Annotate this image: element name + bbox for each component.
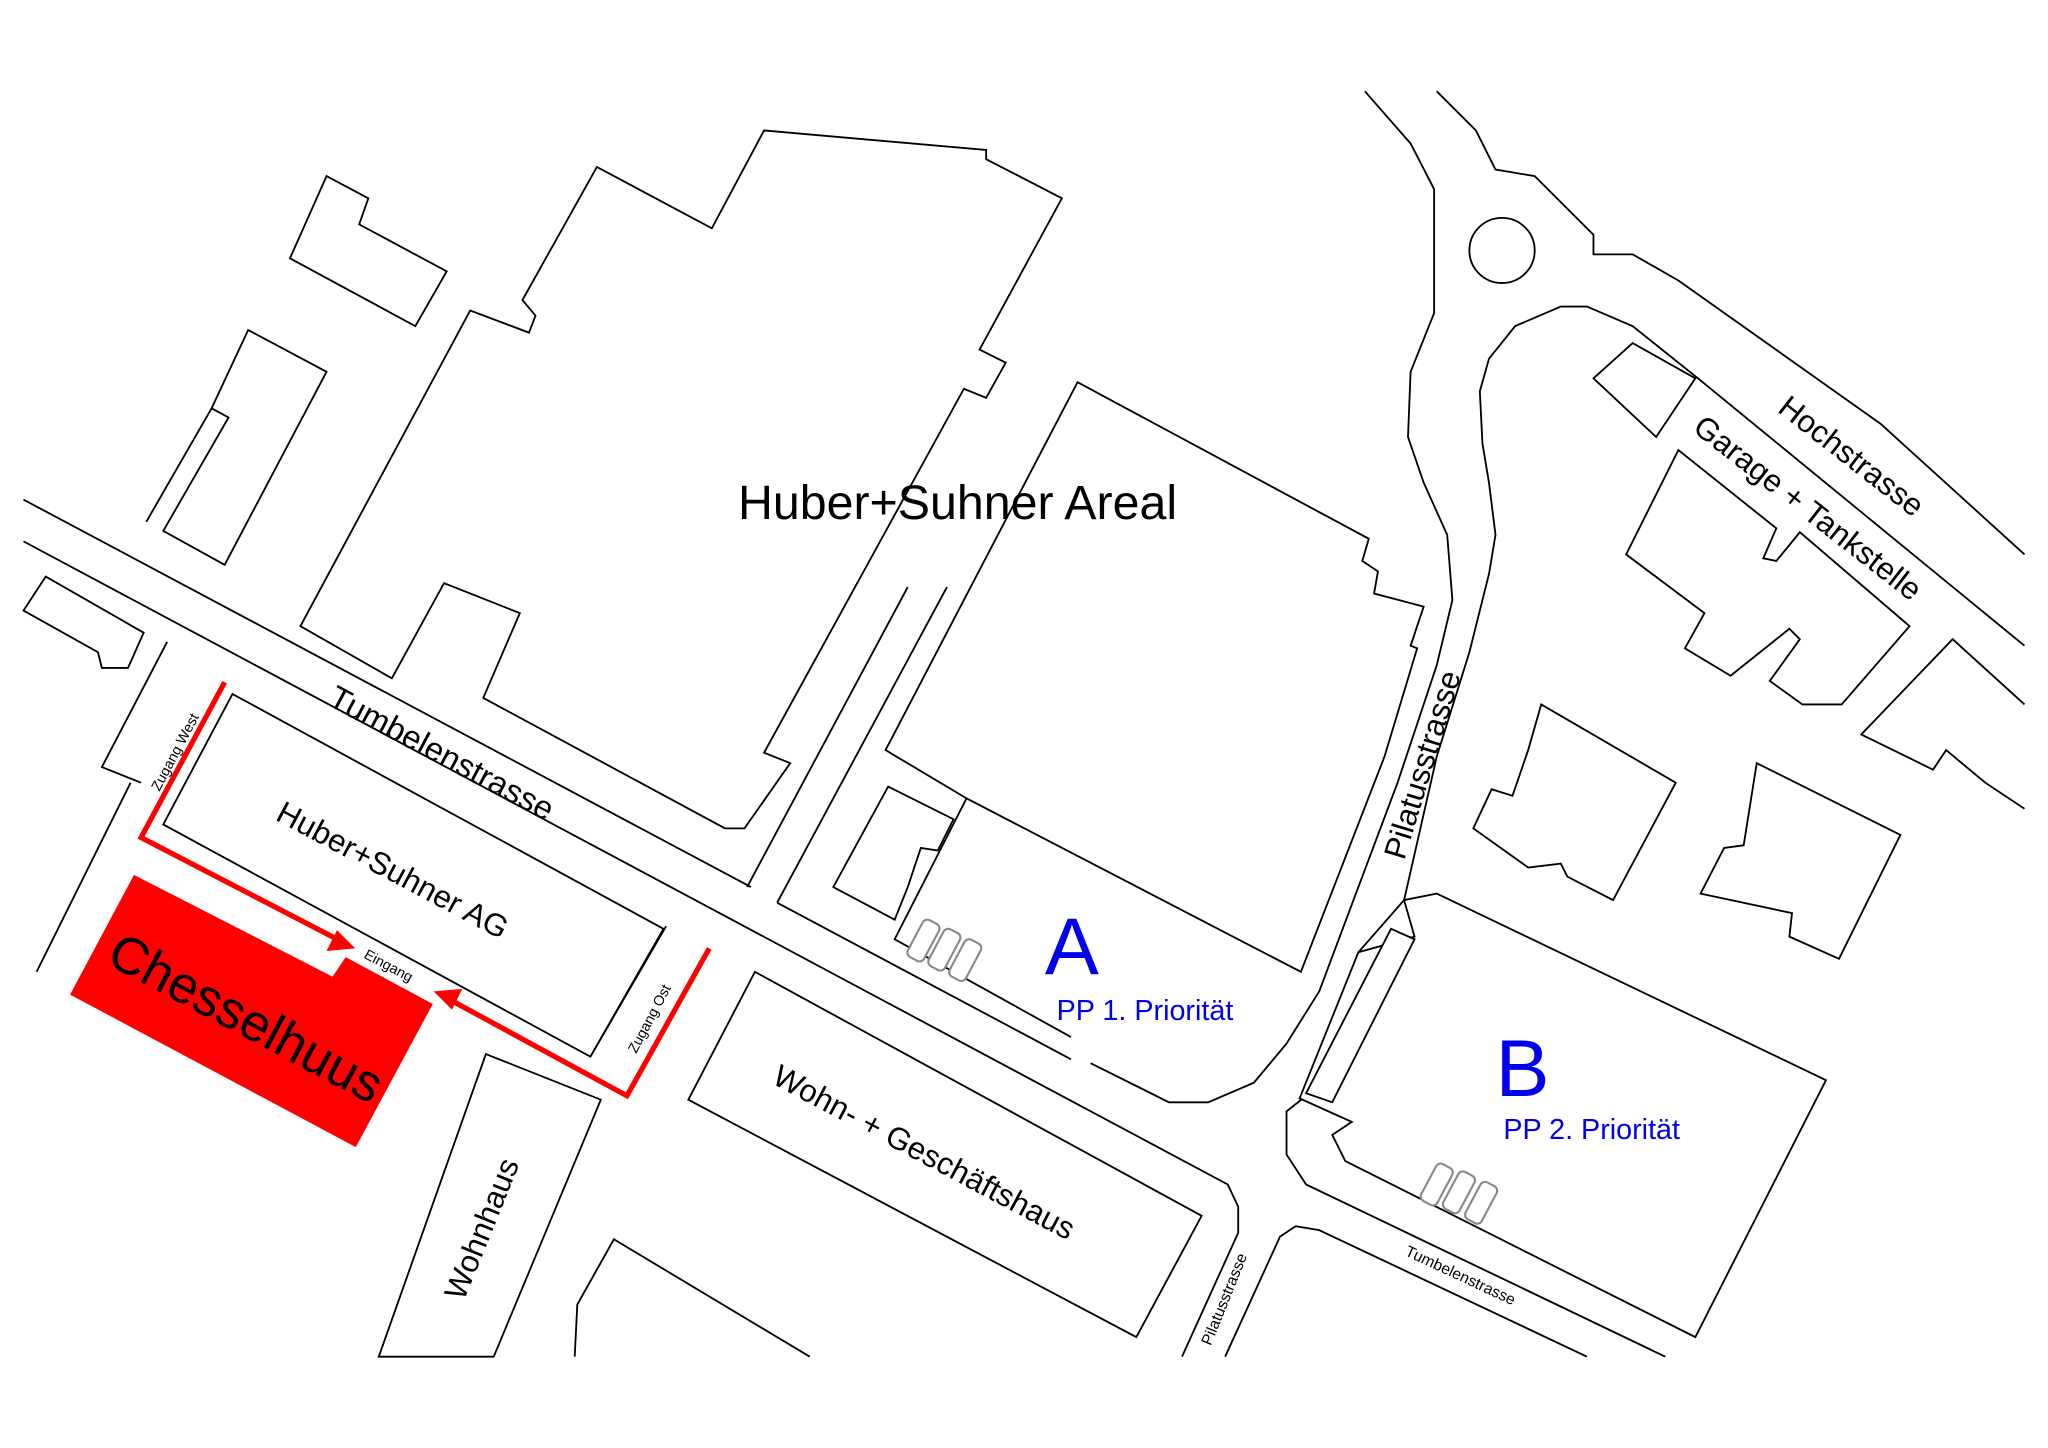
arrow-head-west (326, 930, 356, 951)
buildings (22, 129, 2026, 1358)
parking-a-letter: A (1045, 903, 1099, 993)
west-path (100, 641, 168, 784)
car-icon (906, 918, 941, 963)
building (1699, 761, 1902, 961)
service-lane-1 (746, 586, 909, 888)
building-chesselhuus (70, 874, 433, 1148)
car-icon (927, 927, 962, 972)
car-icon (948, 938, 983, 983)
building-wohn-geschaeftshaus (687, 970, 1203, 1339)
car-icon (1441, 1170, 1477, 1215)
car-icon (1464, 1180, 1499, 1225)
parked-cars-a (906, 918, 983, 983)
west-road (35, 782, 132, 973)
building (1859, 637, 2026, 810)
building (1472, 703, 1677, 902)
parking-a-label: PP 1. Priorität (1057, 995, 1234, 1027)
car-icon (1419, 1162, 1454, 1207)
tumbelenstrasse-north-edge (23, 498, 752, 888)
hochstrasse-edge (1436, 90, 2026, 556)
building-huber-suhner-ag (162, 692, 665, 1058)
street-label-tumbelenstrasse-lower: Tumbelenstrasse (1402, 1243, 1518, 1309)
area-title: Huber+Suhner Areal (738, 476, 1177, 530)
parking-a-edge (893, 797, 1072, 1038)
parking-area-b (1298, 892, 1828, 1339)
building (1304, 927, 1416, 1104)
service-lane-2 (776, 586, 948, 904)
building-south (573, 1238, 811, 1358)
tumbelenstrasse-south-edge (23, 540, 1240, 1358)
tumbelenstrasse-east-south (1224, 1225, 1588, 1358)
building-garage (1624, 448, 1911, 706)
building (832, 785, 955, 921)
tumbelenstrasse-north-edge-3 (1090, 90, 1454, 1104)
building (145, 328, 328, 567)
building (1592, 341, 1697, 439)
arrow-head-east (433, 988, 463, 1010)
access-routes (137, 681, 712, 1100)
route-east (445, 947, 712, 1100)
parking-b-label: PP 2. Priorität (1503, 1114, 1680, 1146)
parked-cars-b (1419, 1162, 1499, 1225)
parking-b-letter: B (1496, 1024, 1550, 1114)
building (288, 174, 448, 328)
roundabout (1468, 216, 1536, 284)
building-huber-suhner-areal (299, 129, 1064, 830)
tumbelenstrasse-east-north (1285, 305, 2026, 1358)
building-wohnhaus (377, 1052, 603, 1358)
parking-area-a (884, 380, 1425, 974)
tumbelenstrasse-north-edge-2 (776, 901, 1072, 1061)
street-label-pilatusstrasse-lower: Pilatusstrasse (1199, 1251, 1251, 1348)
building (22, 575, 145, 669)
route-west (137, 681, 344, 945)
